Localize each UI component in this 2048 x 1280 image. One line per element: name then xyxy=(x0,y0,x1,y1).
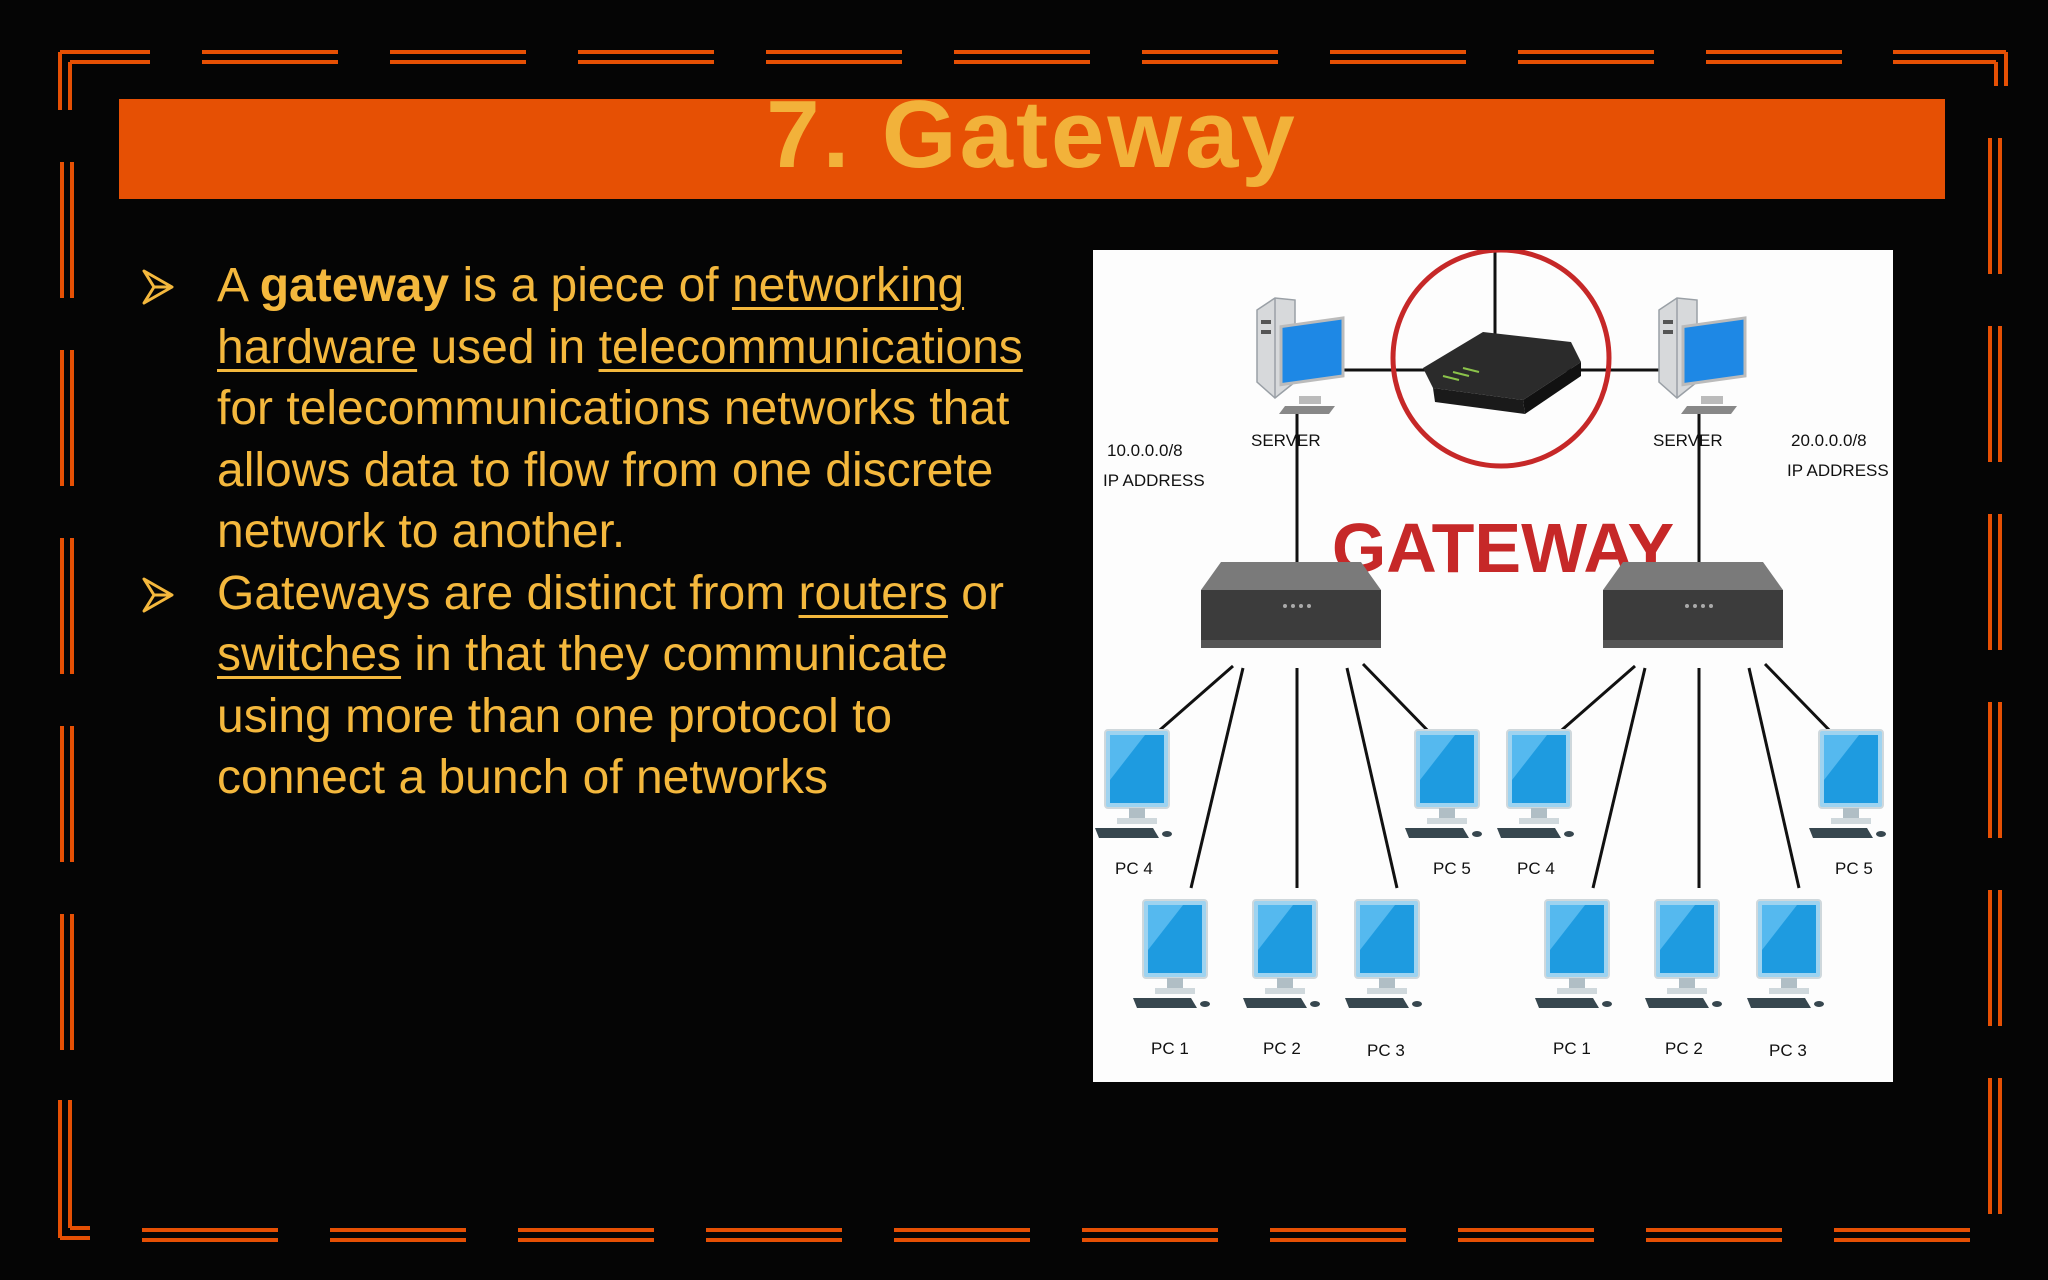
border-dash xyxy=(1142,50,1278,64)
bullet-item-2: Gateways are distinct from routers or sw… xyxy=(140,563,1070,809)
left-server-icon xyxy=(1255,296,1345,416)
pc-icon xyxy=(1746,899,1825,1009)
bullet-list: A gateway is a piece of networking hardw… xyxy=(140,255,1070,809)
border-dash xyxy=(1834,1228,1970,1242)
right-server-icon xyxy=(1657,296,1747,416)
border-dash xyxy=(766,50,902,64)
link-switches[interactable]: switches xyxy=(217,628,402,681)
pc-label: PC 5 xyxy=(1835,859,1873,878)
link-telecommunications[interactable]: telecommunications xyxy=(598,320,1023,374)
gateway-circle xyxy=(1390,250,1612,469)
bullet-1-text-d: for telecommunications networks that all… xyxy=(217,382,1010,558)
bullet-2-text-a: Gateways are distinct from xyxy=(217,566,799,620)
bullet-item-1: A gateway is a piece of networking hardw… xyxy=(140,255,1070,563)
pc-label: PC 1 xyxy=(1151,1039,1189,1058)
border-dash xyxy=(390,50,526,64)
border-dash xyxy=(1988,702,2002,838)
border-dash xyxy=(60,914,74,1050)
pc-label: PC 5 xyxy=(1433,859,1471,878)
pc-label: PC 1 xyxy=(1553,1039,1591,1058)
border-dash xyxy=(706,1228,842,1242)
pc-icon xyxy=(1344,899,1423,1009)
border-dash xyxy=(578,50,714,64)
border-dash xyxy=(1988,514,2002,650)
router-icon xyxy=(1423,332,1581,414)
pc-icon xyxy=(1094,729,1173,839)
connection-lines xyxy=(1152,250,1837,889)
left-ip-address: 10.0.0.0/8 xyxy=(1107,441,1183,460)
pc-label: PC 3 xyxy=(1367,1041,1405,1060)
pc-label: PC 2 xyxy=(1263,1039,1301,1058)
border-dash xyxy=(1270,1228,1406,1242)
arrow-bullet-icon xyxy=(142,269,174,305)
border-dash xyxy=(1706,50,1842,64)
pc-icon xyxy=(1644,899,1723,1009)
border-dash xyxy=(894,1228,1030,1242)
pc-icon xyxy=(1808,729,1887,839)
bullet-1-text-b: is a piece of xyxy=(449,259,732,312)
pc-icon xyxy=(1404,729,1483,839)
border-dash xyxy=(1988,1078,2002,1214)
border-dash xyxy=(954,50,1090,64)
right-ip-address: 20.0.0.0/8 xyxy=(1791,431,1867,450)
bullet-1-text-c: used in xyxy=(417,320,599,374)
pc-icon xyxy=(1242,899,1321,1009)
pc-label: PC 3 xyxy=(1769,1041,1807,1060)
border-dash xyxy=(1330,50,1466,64)
right-ip-caption: IP ADDRESS xyxy=(1787,461,1889,480)
slide-title: 7. Gateway xyxy=(766,81,1298,188)
term-gateway: gateway xyxy=(259,259,450,312)
pc-icon xyxy=(1496,729,1575,839)
border-dash xyxy=(330,1228,466,1242)
title-bar: 7. Gateway xyxy=(119,87,1945,199)
border-dash xyxy=(1988,326,2002,462)
bullet-2-text-b: or xyxy=(947,566,1004,620)
pc-label: PC 4 xyxy=(1517,859,1555,878)
pc-icon xyxy=(1534,899,1613,1009)
border-dash xyxy=(60,350,74,486)
left-switch-icon xyxy=(1201,562,1381,648)
pc-label: PC 2 xyxy=(1665,1039,1703,1058)
border-dash xyxy=(1518,50,1654,64)
border-dash xyxy=(60,162,74,298)
pc-label: PC 4 xyxy=(1115,859,1153,878)
left-ip-caption: IP ADDRESS xyxy=(1103,471,1205,490)
border-dash xyxy=(142,1228,278,1242)
right-switch-icon xyxy=(1603,562,1783,648)
border-dash xyxy=(202,50,338,64)
bullet-1-text-a: A xyxy=(217,259,260,312)
left-server-label: SERVER xyxy=(1251,431,1321,450)
border-dash xyxy=(1988,138,2002,274)
pc-icon xyxy=(1132,899,1211,1009)
right-server-label: SERVER xyxy=(1653,431,1723,450)
border-dash xyxy=(60,538,74,674)
border-dash xyxy=(1988,890,2002,1026)
border-dash xyxy=(1646,1228,1782,1242)
arrow-bullet-icon xyxy=(142,577,174,612)
gateway-network-diagram: GATEWAY SERVER SERVER 10.0.0.0/8 IP ADDR… xyxy=(1093,250,1893,1082)
link-routers[interactable]: routers xyxy=(798,566,948,620)
border-dash xyxy=(1458,1228,1594,1242)
border-dash xyxy=(518,1228,654,1242)
link-networking-hardware[interactable]: networking hardware xyxy=(217,259,965,374)
bullet-2-text-c: in that they communicate using more than… xyxy=(217,628,948,804)
border-dash xyxy=(1082,1228,1218,1242)
border-dash xyxy=(60,726,74,862)
